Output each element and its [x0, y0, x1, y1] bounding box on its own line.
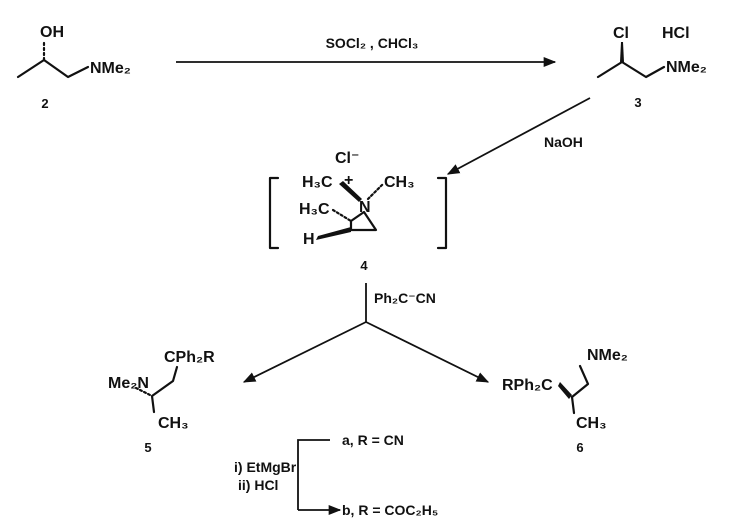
compound-4-ring-h-wedge [316, 227, 351, 240]
compound-6-wedge [558, 382, 572, 399]
compound-6-ch3-label: CH₃ [576, 415, 607, 432]
step-1-reagents: SOCl₂ , CHCl₃ [326, 35, 419, 51]
compound-6-number: 6 [576, 440, 583, 455]
compound-2-nme2-label: NMe₂ [90, 60, 131, 77]
step-3-left-arrow [242, 321, 367, 383]
compound-3-cl-label: Cl [613, 25, 629, 42]
compound-2-oh-label: OH [40, 24, 64, 41]
compound-5-cph2r-label: CPh₂R [164, 349, 215, 366]
compound-5-number: 5 [144, 440, 151, 455]
compound-4: Cl⁻ H₃C + CH₃ N H₃C H 4 [268, 150, 448, 273]
compound-4-right-bracket [436, 176, 448, 250]
compound-2-skeleton [16, 58, 90, 79]
step-4-bracket [297, 439, 330, 510]
compound-4-charge: + [344, 172, 353, 189]
compound-6: NMe₂ RPh₂C CH₃ 6 [502, 347, 628, 455]
compound-4-left-bracket [268, 176, 280, 250]
compound-4-ch3-right: CH₃ [384, 174, 415, 191]
compound-4-h3c-left: H₃C [302, 174, 333, 191]
step-3-reagent: Ph₂C⁻CN [374, 290, 436, 306]
step-3: Ph₂C⁻CN [242, 283, 490, 383]
compound-4-h-label: H [303, 231, 315, 248]
step-4-variant-b: b, R = COC₂H₅ [342, 502, 438, 518]
compound-4-number: 4 [360, 258, 368, 273]
compound-4-methyl-wedge [339, 181, 362, 202]
compound-4-ring-methyl-hash [331, 208, 353, 223]
compound-3-cl-wedge [620, 42, 624, 62]
compound-3-nme2-label: NMe₂ [666, 59, 707, 76]
step-3-right-arrow [365, 321, 490, 383]
step-2-reagent: NaOH [544, 134, 583, 150]
compound-2-number: 2 [41, 96, 48, 111]
compound-5-ch3-label: CH₃ [158, 415, 189, 432]
compound-5-me2n-label: Me₂N [108, 375, 149, 392]
step-2-arrow [446, 97, 591, 175]
step-4-reagent-2: ii) HCl [238, 477, 278, 493]
compound-2: OH NMe₂ 2 [16, 24, 131, 111]
step-4: i) EtMgBr ii) HCl a, R = CN b, R = COC₂H… [234, 432, 438, 518]
compound-6-rph2c-label: RPh₂C [502, 377, 553, 394]
compound-4-anion: Cl⁻ [335, 150, 359, 167]
step-4-variant-a: a, R = CN [342, 432, 404, 448]
compound-6-nme2-label: NMe₂ [587, 347, 628, 364]
compound-3-number: 3 [634, 95, 641, 110]
compound-6-skeleton [570, 364, 590, 399]
step-1: SOCl₂ , CHCl₃ [176, 35, 557, 68]
compound-3-hcl-label: HCl [662, 25, 690, 42]
step-2: NaOH [446, 97, 591, 175]
compound-4-n-label: N [359, 199, 371, 216]
compound-5: CPh₂R Me₂N CH₃ 5 [108, 349, 215, 455]
compound-4-methyl-hash [366, 182, 385, 201]
compound-3-skeleton [596, 60, 666, 79]
compound-5-n-hash [134, 386, 154, 398]
compound-5-skeleton [150, 365, 179, 414]
step-4-reagent-1: i) EtMgBr [234, 459, 297, 475]
compound-4-h3c-ring: H₃C [299, 201, 330, 218]
compound-3: Cl HCl NMe₂ 3 [596, 25, 707, 110]
compound-6-methyl-bond [570, 395, 576, 415]
